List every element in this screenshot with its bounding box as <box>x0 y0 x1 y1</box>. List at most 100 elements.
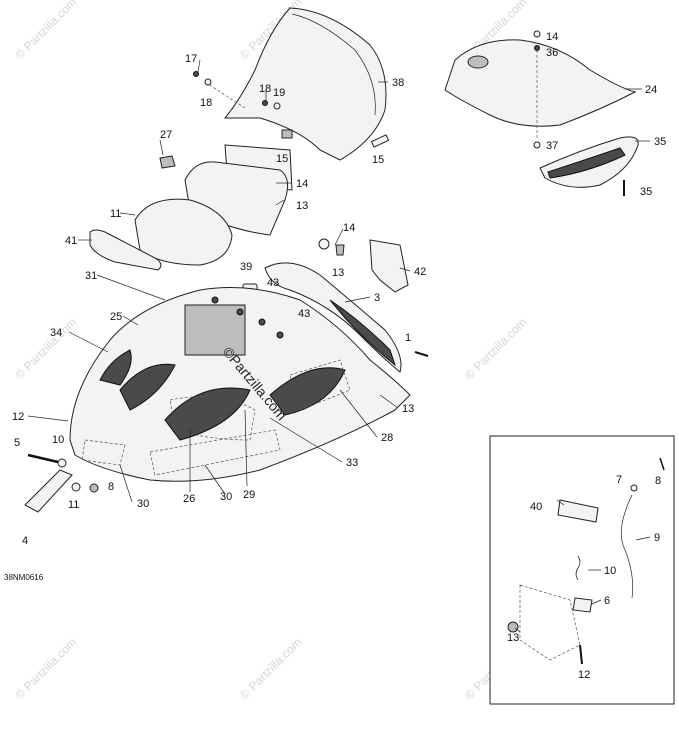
callout-33: 34 <box>50 327 62 339</box>
callout-25: 25 <box>110 311 122 323</box>
hood-vent-center <box>164 387 251 441</box>
handle-41 <box>89 229 162 271</box>
callout-32: 33 <box>346 457 358 469</box>
washer-14-top <box>57 458 67 468</box>
callout-13b: 13 <box>507 632 519 644</box>
callout-8: 8 <box>655 475 661 487</box>
callout-labels: 17 18 18 19 38 27 15 15 14 13 11 41 14 1… <box>12 31 666 681</box>
callout-22b: 18 <box>259 83 271 95</box>
clip-20 <box>370 134 390 148</box>
callout-43a: 43 <box>267 277 279 289</box>
callout-30b: 30 <box>220 491 232 503</box>
callout-9: 9 <box>654 532 660 544</box>
hood-hole-3 <box>258 318 266 326</box>
decal-32-outline <box>169 396 256 441</box>
washer-23-right <box>273 102 281 110</box>
callout-12: 12 <box>578 669 590 681</box>
callout-15a: 12 <box>12 411 24 423</box>
watermark-5: © Partzilla.com <box>462 315 529 382</box>
cable-9 <box>620 494 634 599</box>
windshield <box>223 7 387 161</box>
callout-28: 29 <box>243 489 255 501</box>
spring-10 <box>575 555 581 581</box>
windshield-inner-line <box>291 13 376 116</box>
callout-15b: 13 <box>402 403 414 415</box>
nut-13-inset <box>507 621 519 633</box>
callout-27: 28 <box>381 432 393 444</box>
watermark-7: © Partzilla.com <box>237 635 304 702</box>
watermark-6: © Partzilla.com <box>12 635 79 702</box>
callout-26: 26 <box>183 493 195 505</box>
callout-21: 15 <box>276 153 288 165</box>
callout-40: 40 <box>530 501 542 513</box>
callout-29: 27 <box>160 129 172 141</box>
watermark-4: © Partzilla.com <box>12 315 79 382</box>
callout-18b: 14 <box>546 31 558 43</box>
callout-42: 42 <box>414 266 426 278</box>
tube-40 <box>557 499 599 523</box>
callout-31: 31 <box>85 270 97 282</box>
callout-4: 4 <box>22 535 28 547</box>
callout-10: 10 <box>604 565 616 577</box>
callout-36: 36 <box>546 47 558 59</box>
callout-16: 13 <box>296 200 308 212</box>
grommet-18 <box>318 238 330 250</box>
belly-pan-boss <box>467 55 489 69</box>
callout-14a: 10 <box>52 434 64 446</box>
callout-14b: 11 <box>68 499 79 511</box>
callout-20: 15 <box>372 154 384 166</box>
side-panel-3-shade <box>329 299 397 367</box>
diagram-code: 38NM0616 <box>4 573 44 582</box>
hood-body <box>69 287 411 482</box>
callout-7: 7 <box>616 474 622 486</box>
callout-11: 11 <box>110 208 121 220</box>
screw-1 <box>414 351 429 357</box>
hood-hole-2 <box>236 308 244 316</box>
cover-11 <box>134 198 233 266</box>
callout-18a: 14 <box>343 222 355 234</box>
knob-29 <box>159 155 176 169</box>
washer-14-bottom <box>71 482 81 492</box>
leader-lines <box>27 59 651 633</box>
bolt-12 <box>579 644 583 665</box>
callout-35: 35 <box>640 186 652 198</box>
hood-vent-left <box>119 363 176 411</box>
callout-1: 1 <box>405 332 411 344</box>
callout-43b: 43 <box>298 308 310 320</box>
hood-opening <box>184 304 246 356</box>
washer-37 <box>533 141 541 149</box>
decal-30-right-outline <box>149 429 281 476</box>
callout-34: 35 <box>654 136 666 148</box>
bracket-42 <box>369 239 409 293</box>
clip-21 <box>281 129 293 139</box>
washer-23-left <box>204 78 212 86</box>
callout-13a: 8 <box>108 481 114 493</box>
plug-17 <box>335 244 345 256</box>
watermark-1: © Partzilla.com <box>12 0 79 62</box>
screw-22-right <box>262 100 268 106</box>
bolt-5 <box>27 453 59 464</box>
inset-bracket-dash <box>519 584 581 661</box>
callout-37: 37 <box>546 140 558 152</box>
callout-39: 39 <box>240 261 252 273</box>
callout-22a: 17 <box>185 53 197 65</box>
skid-34-shade <box>547 147 626 179</box>
bumper-handle-4 <box>24 469 73 513</box>
callout-24: 24 <box>645 84 657 96</box>
hood-hole-1 <box>211 296 219 304</box>
callout-3: 3 <box>374 292 380 304</box>
belly-pan-24 <box>444 39 637 127</box>
hood-vent-right <box>269 367 346 416</box>
windshield-bolt-dash <box>204 81 246 109</box>
callout-23a: 18 <box>200 97 212 109</box>
callout-23b: 19 <box>273 87 285 99</box>
nut-18-top <box>533 30 541 38</box>
screw-22-left <box>193 71 199 77</box>
callout-6: 6 <box>604 595 610 607</box>
callout-17: 13 <box>332 267 344 279</box>
callout-41: 41 <box>65 235 77 247</box>
side-panel-3 <box>264 262 402 373</box>
nut-13 <box>89 483 99 493</box>
